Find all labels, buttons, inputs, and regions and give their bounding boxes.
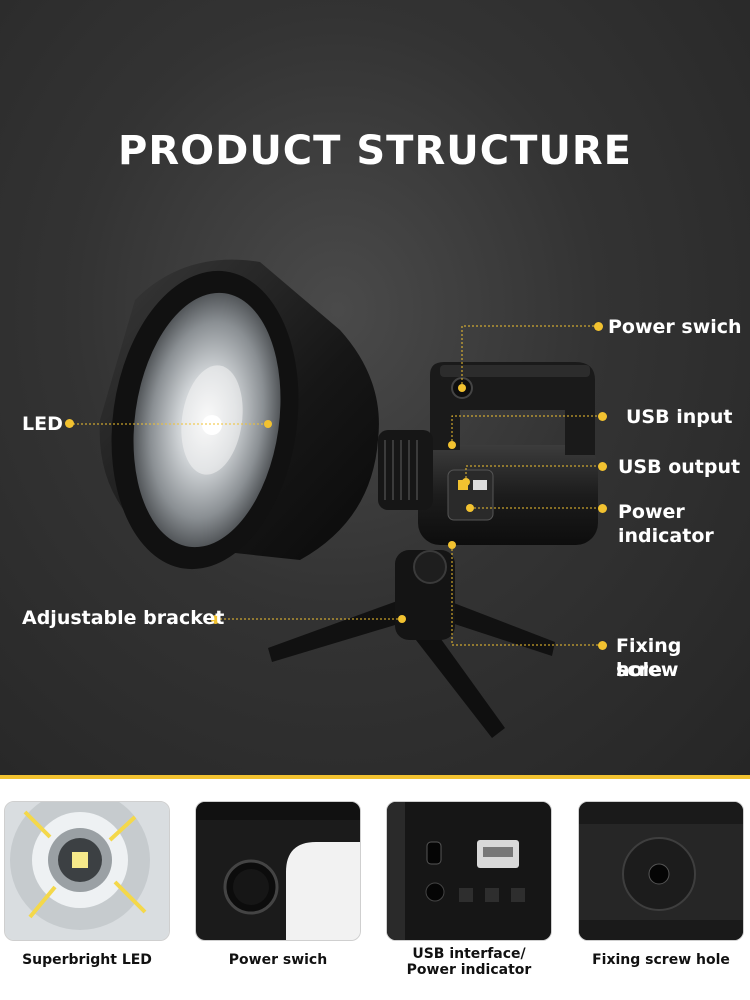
thumbnail-label-fixing-screw-hole: Fixing screw hole [592, 952, 730, 968]
led-marker-dot [65, 419, 74, 428]
thumbnail-superbright-led [4, 801, 170, 941]
thumbnail-label-usb-line2: Power indicator [406, 962, 532, 978]
power-indicator-marker-dot [598, 504, 607, 513]
callout-fixing-screw-line2: hole [616, 659, 662, 681]
thumbnail-power-switch [195, 801, 361, 941]
bracket-marker-dot [211, 615, 220, 624]
callout-power-indicator-line2: indicator [618, 525, 714, 547]
callout-fixing-screw-line1: Fixing screw [616, 635, 682, 681]
callout-usb-input: USB input [626, 406, 733, 428]
thumbnail-label-usb-line1: USB interface/ [412, 946, 526, 962]
usb-output-marker-dot [598, 462, 607, 471]
accent-divider [0, 775, 750, 779]
screw-hole-marker-dot [598, 641, 607, 650]
hero-section: PRODUCT STRUCTURE LED Power swich USB in… [0, 0, 750, 775]
power-switch-marker-dot [594, 322, 603, 331]
thumbnail-label-power-switch: Power swich [228, 952, 328, 968]
flashlight-illustration [73, 259, 598, 738]
thumbnail-fixing-screw-hole [578, 801, 744, 941]
page-title: PRODUCT STRUCTURE [118, 128, 632, 174]
usb-input-marker-dot [598, 412, 607, 421]
thumbnail-label-superbright-led: Superbright LED [22, 952, 152, 968]
callout-power-switch: Power swich [608, 316, 742, 338]
callout-led: LED [22, 413, 63, 435]
callout-usb-output: USB output [618, 456, 741, 478]
thumbnail-usb-interface [386, 801, 552, 941]
callout-adjustable-bracket: Adjustable bracket [22, 607, 225, 629]
callout-power-indicator-line1: Power [618, 501, 685, 523]
